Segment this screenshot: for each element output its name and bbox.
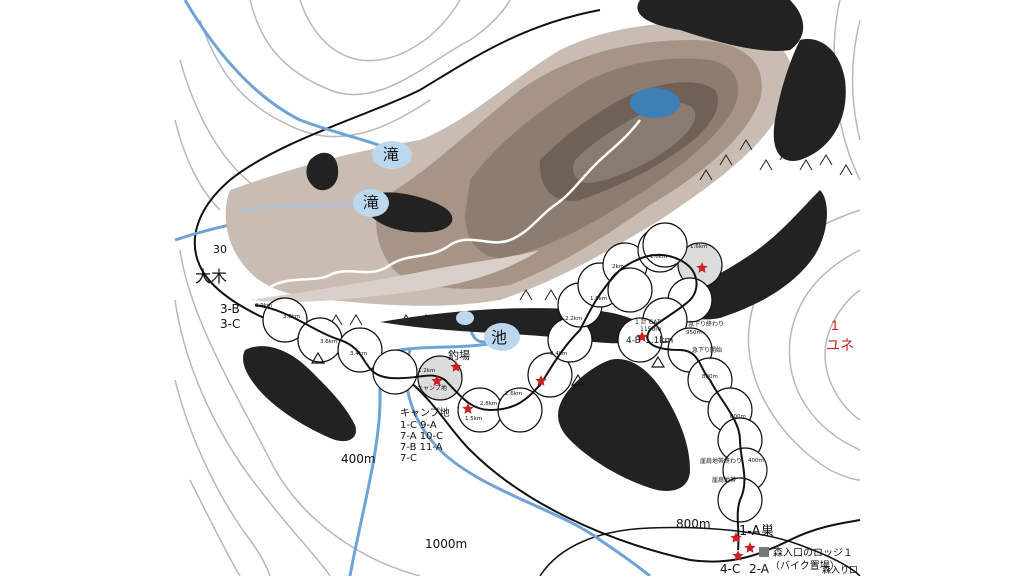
contour-label-1000m: 1000m xyxy=(425,537,467,551)
trail-circle xyxy=(372,349,418,395)
note-steep-end: 急下り終わり xyxy=(688,320,724,328)
camp-star-icon xyxy=(431,375,443,386)
trail-circle xyxy=(337,327,383,373)
trail-distance-label: 400m xyxy=(748,458,764,464)
trail-distance-label: 2.4km xyxy=(550,351,567,357)
mountain-summit xyxy=(225,23,792,306)
note-cliff-end: 崖肩地帯終わり xyxy=(700,457,742,465)
trail-distance-label: 1.2km xyxy=(418,368,435,374)
bottom-code-1a: 1-A xyxy=(739,524,761,539)
trail-distance-label: 3.6km xyxy=(320,339,337,345)
note-steep-start: 急下り開始 xyxy=(692,346,722,354)
fishing-label: 釣場 xyxy=(448,348,470,362)
camp-star-icon xyxy=(730,532,742,543)
trail-distance-label: 600m xyxy=(730,414,746,420)
left-code-3b: 3-B xyxy=(220,302,240,316)
camp-star-icon xyxy=(744,542,756,553)
note-1150m: 1150m xyxy=(640,326,661,333)
bottom-code-2a: 2-A xyxy=(749,562,770,576)
camp-star-icon xyxy=(696,262,708,273)
lodge-icon xyxy=(759,547,769,557)
camp-legend-row: 7-C xyxy=(400,453,417,464)
trail-distance-marks: 1.6km 1.6km 2km 1.8km 2.2km 2.4km 2.6km 2.8km 3.… xyxy=(255,244,764,464)
entrance-label: 森入り口 xyxy=(822,564,858,576)
note-camp: キャンプ地 xyxy=(417,384,447,392)
warning-icons xyxy=(310,351,666,386)
waterfall-label-upper: 滝 xyxy=(383,145,399,164)
zone-number: 1 xyxy=(831,317,839,333)
zone-label: ユネ xyxy=(826,337,854,353)
trail-distance-label: 3.9km xyxy=(255,303,272,309)
trail-distance-label: 2km xyxy=(612,264,624,270)
trail-circle xyxy=(607,267,653,313)
camp-star-icon xyxy=(636,331,648,342)
trail-path xyxy=(254,253,746,551)
camp-legend-row: 7-B 11-A xyxy=(400,442,443,453)
lodge-sub: （バイク置場） xyxy=(770,559,840,572)
region-label-left: 大木 xyxy=(195,267,227,286)
trail-distance-label: 800m xyxy=(702,374,718,380)
trail-distance-label: 1.5km xyxy=(465,416,482,422)
lodge-label: 森入口のロッジ１ xyxy=(773,546,853,559)
note-cliff: 崖肩地帯 xyxy=(712,476,736,484)
contour-label-30: 30 xyxy=(213,243,227,256)
trail-distance-label: 3.4km xyxy=(350,351,367,357)
stop-code-4b: 4-B xyxy=(626,336,641,346)
trail-distance-label: 2.6km xyxy=(505,391,522,397)
trail-distance-label: 2.2km xyxy=(565,316,582,322)
trail-circles xyxy=(262,222,768,523)
trail-distance-label: 1.6km xyxy=(690,244,707,250)
trail-distance-label: 1.8km xyxy=(590,296,607,302)
trail-distance-label: 2.8km xyxy=(480,401,497,407)
camp-legend-header: キャンプ地 xyxy=(400,406,450,419)
entrance-border xyxy=(539,526,861,576)
camp-star-icon xyxy=(450,361,462,372)
trail-distance-label: 1.6km xyxy=(650,254,667,260)
trail-distance-label: 950m xyxy=(686,330,702,336)
water-features xyxy=(353,141,520,351)
camp-star-markers xyxy=(431,262,756,561)
left-code-3c: 3-C xyxy=(220,317,240,331)
bottom-code-4c: 4-C xyxy=(720,562,740,576)
note-gat: 1 計 GAT xyxy=(635,318,661,326)
camp-star-icon xyxy=(462,403,474,414)
camp-legend: キャンプ地 1-C 9-A 7-A 10-C 7-B 11-A 7-C xyxy=(400,406,450,464)
waterfall-label-lower: 滝 xyxy=(363,193,379,212)
stop-distance: 1.1km xyxy=(645,336,673,346)
camp-star-icon xyxy=(535,375,547,386)
camp-star-icon xyxy=(732,550,744,561)
summit-lake xyxy=(630,88,680,118)
contour-label-400m: 400m xyxy=(341,452,376,466)
camp-legend-row: 1-C 9-A xyxy=(400,420,437,431)
pond-label: 池 xyxy=(491,328,507,347)
camp-legend-row: 7-A 10-C xyxy=(400,431,443,442)
contour-label-800m: 800m xyxy=(676,517,711,531)
nest-label: 巣 xyxy=(761,524,774,539)
trail-distance-label: 3.8km xyxy=(283,314,300,320)
